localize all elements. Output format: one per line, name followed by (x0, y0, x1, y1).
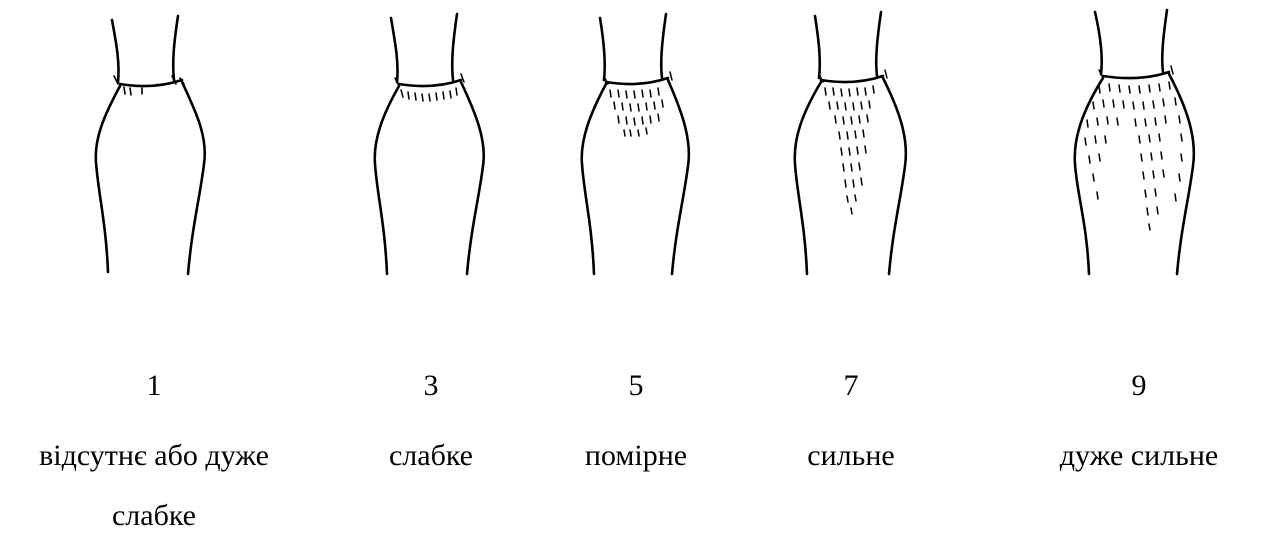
score-value: 9 (1029, 366, 1249, 406)
score-value: 1 (44, 366, 264, 406)
stem-drawing-moderate (566, 2, 706, 276)
scale-panel-9: 9 дуже сильне (1029, 0, 1249, 533)
stem-drawing-weak (361, 2, 501, 276)
score-value: 3 (321, 366, 541, 406)
score-label: відсутнє або дуже слабке (4, 426, 304, 546)
scale-panel-1: 1 відсутнє або дуже слабке (44, 0, 264, 533)
score-value: 5 (526, 366, 746, 406)
stem-drawing-strong (781, 2, 921, 276)
scale-panel-7: 7 сильне (741, 0, 961, 533)
score-label: дуже сильне (989, 426, 1261, 486)
stem-drawing-very-strong (1069, 2, 1209, 276)
score-label: сильне (701, 426, 1001, 486)
score-value: 7 (741, 366, 961, 406)
stem-drawing-none (84, 2, 224, 276)
